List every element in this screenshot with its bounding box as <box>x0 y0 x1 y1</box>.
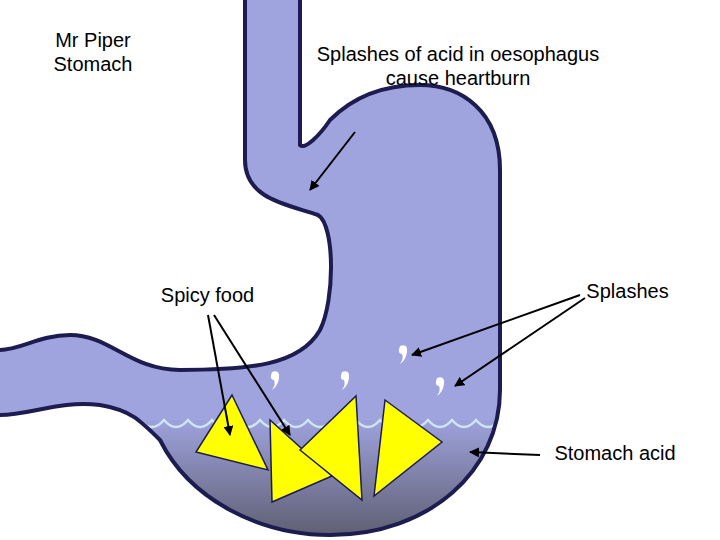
callout-label: Splashes <box>565 279 690 303</box>
leader-lines <box>208 132 585 455</box>
callout-label: Spicy food <box>140 283 275 307</box>
spicy-food <box>196 395 442 502</box>
callout-label: Stomach acid <box>535 441 695 465</box>
acid-surface <box>140 420 500 427</box>
diagram-title: Mr Piper Stomach <box>38 28 148 76</box>
callout-label: Splashes of acid in oesophagus cause hea… <box>298 42 618 90</box>
